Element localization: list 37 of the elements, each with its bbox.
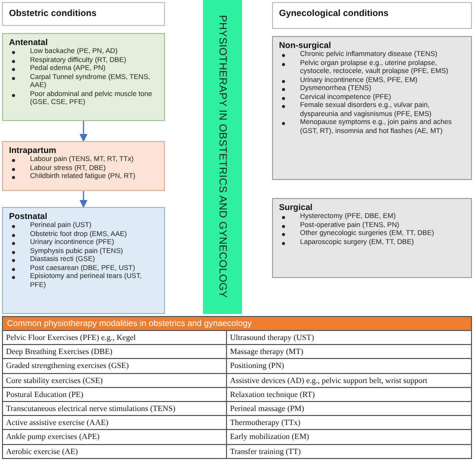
table-cell: Deep Breathing Exercises (DBE): [3, 344, 227, 358]
band-title: PHYSIOTHERAPY IN OBSTETRICS AND GYNECOLOGY: [216, 15, 228, 298]
table-cell: Assistive devices (AD) e.g., pelvic support belt, wrist support: [227, 372, 471, 387]
section-heading: Antenatal: [9, 37, 49, 48]
table-header: Common physiotherapy modalities in obstetrics and gynaecology: [3, 317, 471, 330]
condition-box: [2, 141, 165, 191]
table-cell: Relaxation technique (RT): [227, 386, 471, 401]
section-heading: Surgical: [279, 202, 314, 213]
table-cell: Ultrasound therapy (UST): [227, 330, 471, 344]
table-cell: Active assistive exercise (AAE): [3, 415, 227, 430]
box-heading: Obstetric conditions: [9, 7, 98, 20]
condition-box: [272, 2, 472, 29]
table-cell: Massage therapy (MT): [227, 344, 471, 358]
arrow: [80, 121, 88, 142]
condition-box: [2, 207, 165, 314]
table-cell: Core stability exercises (CSE): [3, 372, 227, 387]
section-heading: Postnatal: [9, 211, 48, 222]
condition-box: [2, 33, 165, 121]
condition-box: [272, 36, 472, 180]
section-heading: Intrapartum: [9, 145, 58, 156]
condition-box: [2, 2, 165, 26]
table-cell: Positioning (PN): [227, 358, 471, 373]
table-cell: Transcutaneous electrical nerve stimulations (TENS): [3, 400, 227, 416]
table-cell: Aerobic exercise (AE): [3, 444, 227, 458]
condition-box: [272, 198, 472, 278]
table-cell: Early mobilization (EM): [227, 429, 471, 444]
section-heading: Non-surgical: [279, 40, 332, 50]
table-cell: Graded strengthening exercises (GSE): [3, 358, 227, 373]
arrow: [80, 191, 88, 208]
table-cell: Perineal massage (PM): [227, 400, 471, 416]
box-heading: Gynecological conditions: [279, 7, 390, 20]
table-cell: Postural Education (PE): [3, 386, 227, 401]
table-cell: Pelvic Floor Exercises (PFE) e.g., Kegel: [3, 330, 227, 344]
table-cell: Ankle pump exercises (APE): [3, 429, 227, 444]
table-cell: Transfer training (TT): [227, 444, 471, 458]
table-cell: Thermotherapy (TTx): [227, 415, 471, 430]
title-band: [203, 0, 242, 314]
